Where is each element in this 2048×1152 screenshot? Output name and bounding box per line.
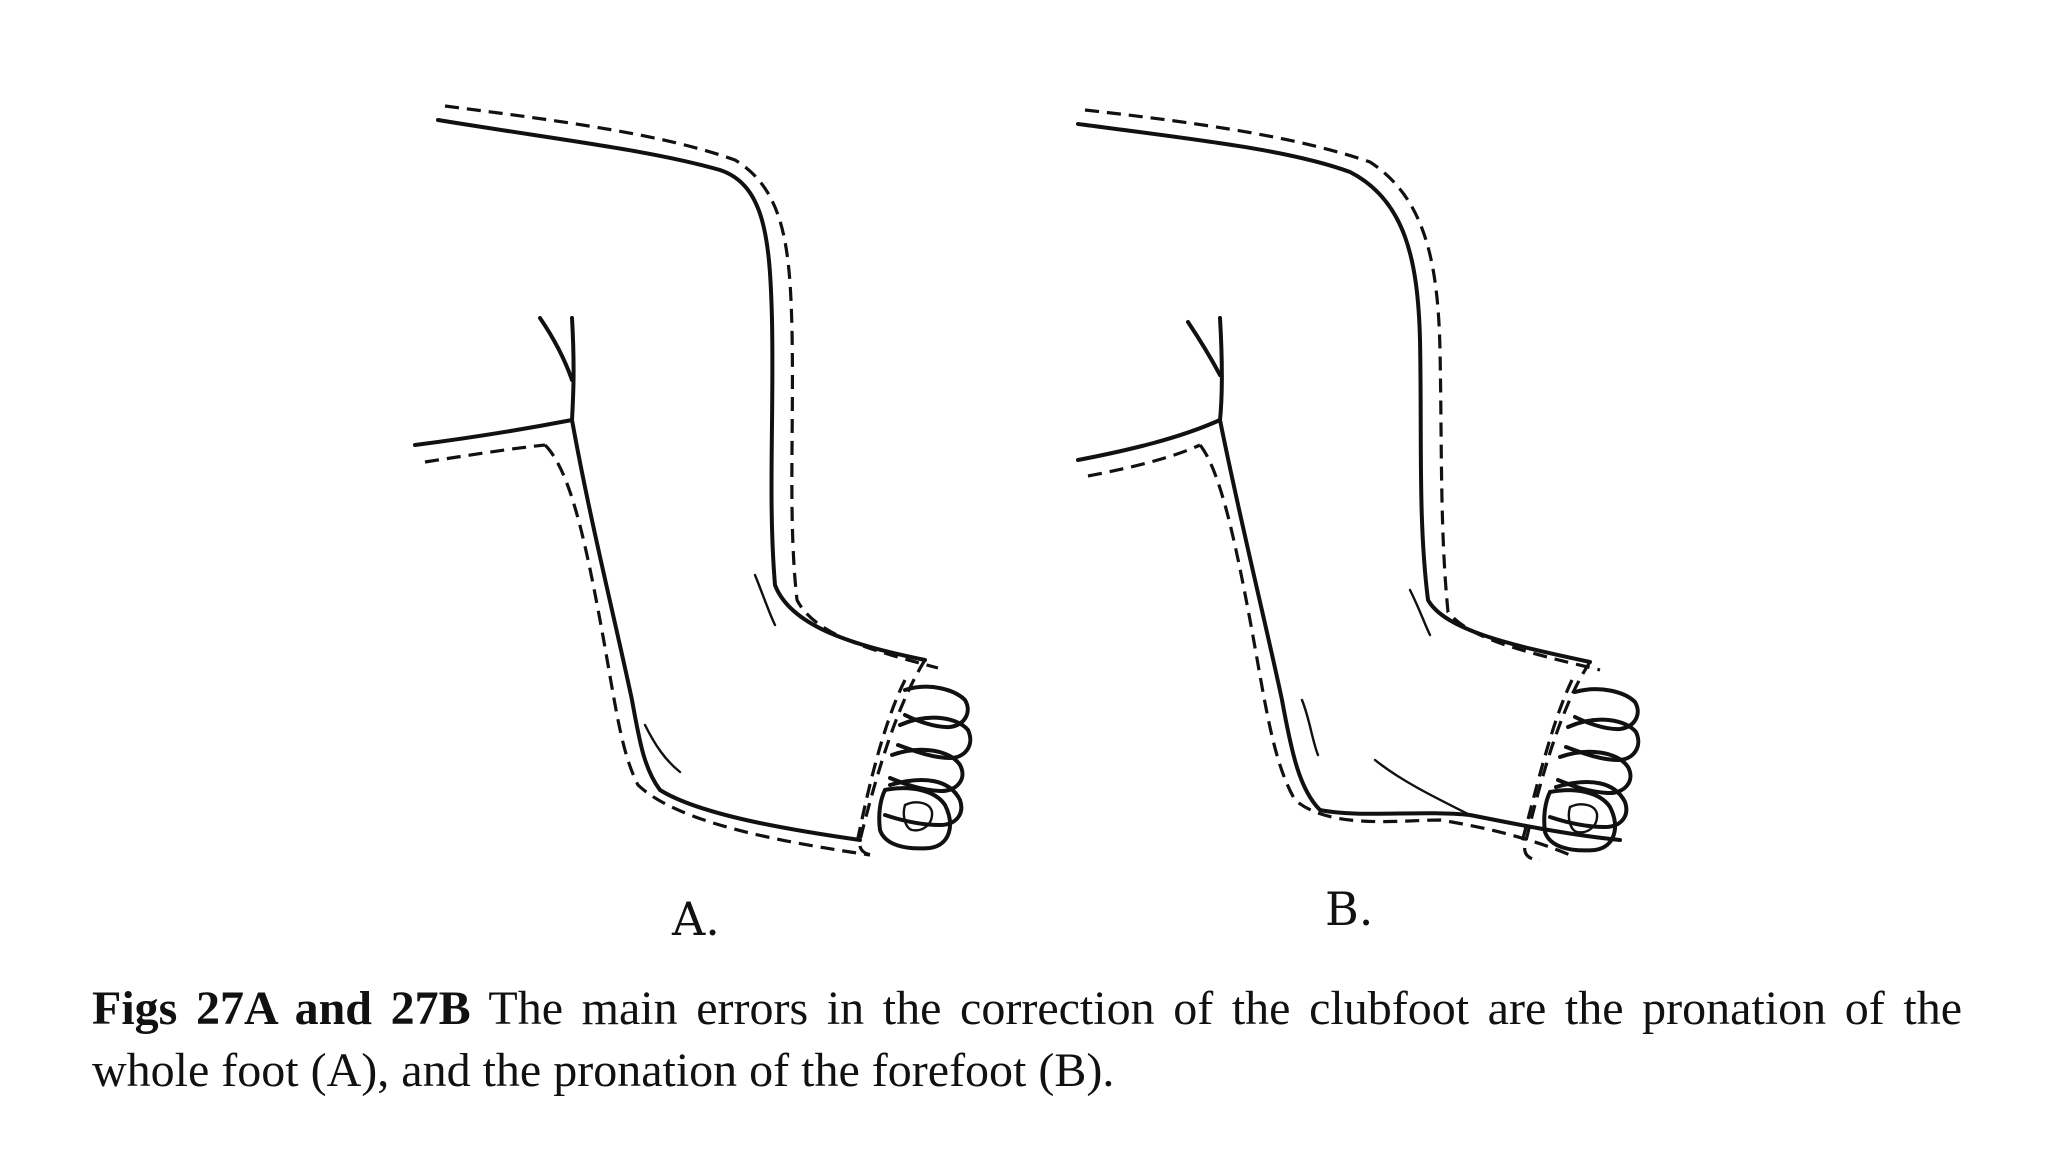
- figure-caption: Figs 27A and 27B The main errors in the …: [92, 978, 1962, 1102]
- panel-b-toe-3: [1556, 749, 1633, 796]
- panel-b-cast-shin-front: [1198, 444, 1571, 857]
- panel-b-label: B.: [1325, 882, 1373, 936]
- panel-a-cast-back-outline: [444, 104, 939, 670]
- panel-a-ankle-crease-2: [753, 573, 777, 627]
- panel-b-ankle-crease: [1408, 588, 1432, 637]
- panel-b-knee-crease: [1186, 320, 1222, 377]
- panel-b-toe-1: [1573, 687, 1640, 732]
- panel-b-toe-2: [1564, 717, 1641, 762]
- panel-b-thigh-underside: [1076, 418, 1222, 462]
- panel-a-thigh-underside: [413, 418, 574, 447]
- panel-b-cast-thigh-underside: [1087, 443, 1201, 478]
- panel-a-leg-back-outline: [436, 118, 927, 662]
- panel-b-big-toe-nail: [1567, 803, 1599, 834]
- panel-a-label: A.: [671, 892, 720, 940]
- panel-a-toe-4: [883, 778, 964, 827]
- panel-a-knee-crease: [538, 316, 574, 382]
- panel-a-cast-toe-opening-inner: [856, 679, 907, 839]
- panel-a-shin-front: [570, 418, 862, 842]
- panel-a-toe-2: [896, 715, 973, 760]
- panel-a-toe-1: [903, 684, 970, 730]
- panel-a-toe-3: [888, 747, 965, 794]
- panel-b-big-toe: [1542, 788, 1617, 853]
- panel-b-arch-line: [1373, 758, 1472, 817]
- panel-a-thigh-fold: [570, 316, 576, 422]
- panel-b-shin-front: [1218, 418, 1622, 842]
- panel-b-drawing: [1076, 108, 1641, 862]
- panel-b-heel-crease: [1300, 698, 1320, 757]
- panel-a-cast-toe-opening: [858, 659, 927, 857]
- panel-b-thigh-fold: [1218, 316, 1224, 422]
- panel-b-cast-toe-opening-inner: [1520, 679, 1574, 843]
- panel-b-toe-4: [1548, 780, 1629, 829]
- panel-a-drawing: [413, 104, 973, 857]
- panel-a-ankle-crease: [643, 723, 682, 774]
- panel-b-cast-back-outline: [1084, 108, 1601, 672]
- panel-a-big-toe-nail: [902, 801, 934, 832]
- panel-b-leg-back-outline: [1076, 122, 1592, 664]
- panel-a-cast-shin-front: [543, 443, 871, 857]
- caption-text: The main errors in the correction of the…: [92, 982, 1962, 1097]
- clubfoot-illustration: A. B.: [413, 104, 1641, 940]
- panel-a-big-toe: [877, 786, 952, 851]
- panel-a-cast-thigh-underside: [424, 443, 546, 464]
- caption-figure-reference: Figs 27A and 27B: [92, 982, 471, 1035]
